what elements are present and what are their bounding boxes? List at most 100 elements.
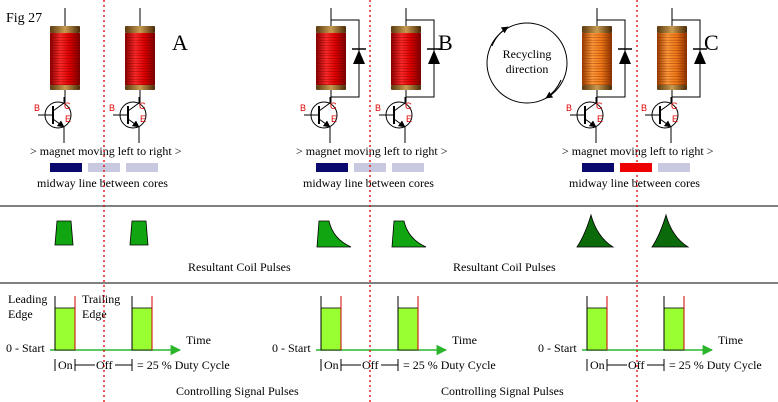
transistor-label-e: E (406, 114, 412, 124)
magnet-position-bar (392, 163, 424, 172)
coil-cap (50, 85, 80, 90)
transistor-label-e: E (140, 114, 146, 124)
leading-edge-label-2: Edge (8, 307, 33, 321)
duty-cycle-label: = 25 % Duty Cycle (137, 358, 230, 372)
magnet-position-bar (316, 163, 348, 172)
coil-pulse-shape (391, 220, 427, 248)
signal-pulse (663, 307, 685, 351)
coil-cap (316, 26, 346, 33)
trailing-edge-label-1: Trailing (82, 292, 120, 306)
midway-line-label: midway line between cores (37, 176, 168, 190)
start-label: 0 - Start (6, 341, 45, 355)
transistor-label-e: E (597, 114, 603, 124)
coil-cap (391, 26, 421, 33)
coil-winding (125, 33, 155, 85)
transistor-label-b: B (300, 103, 306, 113)
transistor-collector (127, 102, 140, 112)
start-label: 0 - Start (538, 341, 577, 355)
coil-cap (316, 85, 346, 90)
transistor-collector (318, 102, 331, 112)
coil-cap (125, 85, 155, 90)
diode-symbol (694, 50, 706, 64)
coil-cap (125, 26, 155, 33)
signal-caption-right: Controlling Signal Pulses (441, 384, 564, 398)
panel-letter: A (172, 30, 188, 55)
coil-pulse-shape (651, 213, 690, 248)
recycling-arrow-icon (545, 79, 562, 99)
diode-symbol (619, 50, 631, 64)
duty-cycle-label: = 25 % Duty Cycle (403, 358, 496, 372)
leading-edge-label-1: Leading (8, 292, 47, 306)
transistor-label-b: B (34, 103, 40, 113)
coil-pulse-shape (129, 220, 149, 246)
transistor-label-c: C (405, 101, 412, 111)
pulse-caption-left: Resultant Coil Pulses (188, 260, 291, 274)
start-label: 0 - Start (272, 341, 311, 355)
coil-cap (582, 26, 612, 33)
transistor-emitter (659, 118, 672, 128)
transistor-label-c: C (64, 101, 71, 111)
diode-symbol (428, 50, 440, 64)
transistor-label-c: C (139, 101, 146, 111)
recycling-direction-indicator: Recycling direction (486, 22, 568, 104)
recycling-arrow-icon (491, 26, 509, 47)
magnet-direction-label: > magnet moving left to right > (30, 144, 182, 158)
coil-winding (316, 33, 346, 85)
time-label: Time (718, 333, 743, 347)
magnet-position-bar (582, 163, 614, 172)
coil-winding (582, 33, 612, 85)
panel-letter: C (704, 30, 719, 55)
coil-pulse-shape (576, 213, 615, 248)
coil-cap (582, 85, 612, 90)
coil-pulse-shape (316, 220, 352, 248)
magnet-position-bar (620, 163, 652, 172)
coil-winding (50, 33, 80, 85)
signal-caption-left: Controlling Signal Pulses (176, 384, 299, 398)
midway-line-label: midway line between cores (303, 176, 434, 190)
signal-pulse (586, 307, 608, 351)
transistor-collector (52, 102, 65, 112)
transistor-label-b: B (566, 103, 572, 113)
transistor-label-c: C (330, 101, 337, 111)
figure-label: Fig 27 (6, 11, 42, 26)
coil-winding (657, 33, 687, 85)
panel-letter: B (438, 30, 453, 55)
on-label: On (590, 358, 605, 372)
on-label: On (58, 358, 73, 372)
transistor-emitter (127, 118, 140, 128)
transistor-emitter (393, 118, 406, 128)
time-label: Time (452, 333, 477, 347)
magnet-direction-label: > magnet moving left to right > (296, 144, 448, 158)
transistor-label-c: C (596, 101, 603, 111)
pulse-caption-right: Resultant Coil Pulses (453, 260, 556, 274)
recycling-circle (486, 22, 568, 104)
transistor-label-b: B (109, 103, 115, 113)
diode-symbol (353, 50, 365, 64)
coil-cap (391, 85, 421, 90)
magnet-position-bar (658, 163, 690, 172)
transistor-collector (659, 102, 672, 112)
signal-pulse (397, 307, 419, 351)
duty-cycle-label: = 25 % Duty Cycle (669, 358, 762, 372)
magnet-position-bar (50, 163, 82, 172)
magnet-direction-label: > magnet moving left to right > (562, 144, 714, 158)
coil-winding (391, 33, 421, 85)
midway-line-label: midway line between cores (569, 176, 700, 190)
transistor-emitter (584, 118, 597, 128)
coil-cap (657, 85, 687, 90)
transistor-label-b: B (641, 103, 647, 113)
transistor-emitter (318, 118, 331, 128)
transistor-collector (393, 102, 406, 112)
magnet-position-bar (88, 163, 120, 172)
signal-pulse (131, 307, 153, 351)
recycling-label-line2: direction (506, 62, 549, 76)
coil-cap (657, 26, 687, 33)
on-label: On (324, 358, 339, 372)
time-label: Time (186, 333, 211, 347)
coil-cap (50, 26, 80, 33)
transistor-emitter (52, 118, 65, 128)
